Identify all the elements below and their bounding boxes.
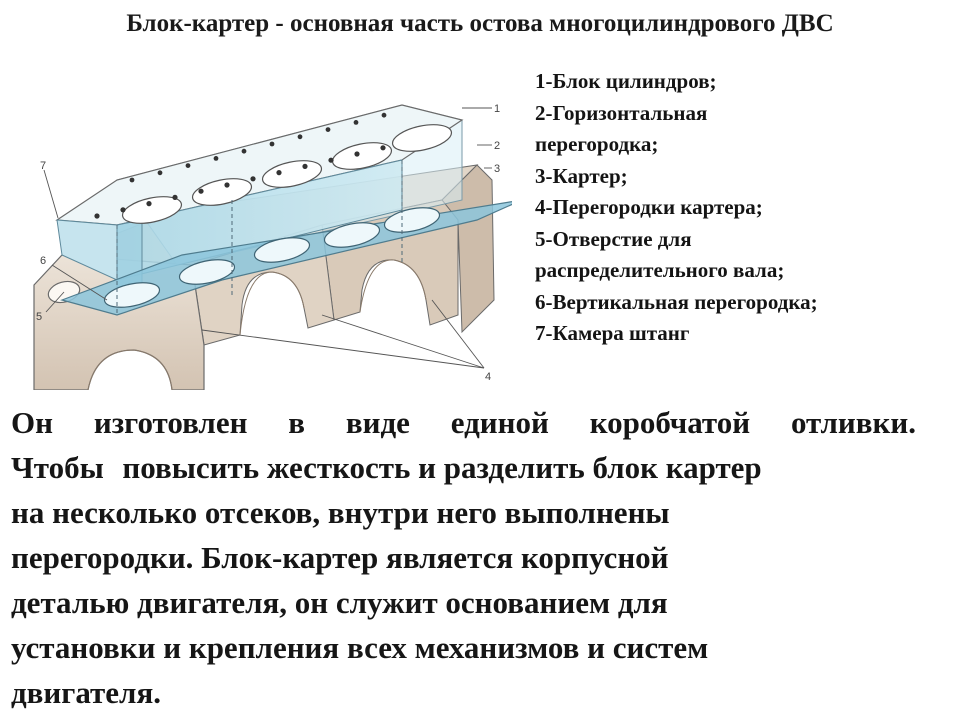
callout-leaders xyxy=(43,107,492,369)
bolt-holes xyxy=(94,112,387,219)
bolt-hole xyxy=(213,156,219,161)
bolt-hole xyxy=(185,163,191,168)
description-paragraph: Он изготовлен в виде единой коробчатой о… xyxy=(11,400,916,715)
diagram-legend: 1-Блок цилиндров; 2-Горизонтальная перег… xyxy=(535,66,950,350)
slide-title: Блок-картер - основная часть остова мног… xyxy=(126,10,834,37)
callout-2: 2 xyxy=(494,140,500,152)
paragraph-line-7: двигателя. xyxy=(11,675,161,710)
bolt-hole xyxy=(269,141,275,147)
paragraph-line-3: на несколько отсеков, внутри него выполн… xyxy=(11,495,670,530)
cylinder-bore-partition xyxy=(178,259,236,285)
bolt-hole xyxy=(353,120,359,125)
legend-item-2-cont: перегородка; xyxy=(535,132,659,156)
bolt-hole xyxy=(381,112,387,118)
legend-item-7: 7-Камера штанг xyxy=(535,321,690,345)
legend-item-4: 4-Перегородки картера; xyxy=(535,195,763,219)
bolt-hole xyxy=(241,148,247,154)
bolt-hole xyxy=(380,145,386,151)
bolt-hole xyxy=(325,127,331,132)
paragraph-line-4: перегородки. Блок-картер является корпус… xyxy=(11,540,669,575)
legend-item-6: 6-Вертикальная перегородка; xyxy=(535,289,818,314)
legend-item-5: 5-Отверстие для xyxy=(535,226,692,251)
legend-item-2: 2-Горизонтальная xyxy=(535,100,708,125)
cylinder-bore-partition xyxy=(383,207,441,233)
bolt-hole xyxy=(328,157,334,163)
bolt-hole xyxy=(354,151,360,157)
bolt-hole xyxy=(172,194,178,200)
callout-7: 7 xyxy=(40,160,46,172)
cylinder-bore-partition xyxy=(323,222,381,248)
cylinder-bore-partition xyxy=(103,282,161,308)
legend-item-1: 1-Блок цилиндров; xyxy=(535,69,717,93)
cylinder-bore-top xyxy=(121,196,183,224)
paragraph-line-1: Он изготовлен в виде единой коробчатой о… xyxy=(11,405,916,440)
cylinder-bore-top xyxy=(191,178,253,206)
bolt-hole xyxy=(198,188,204,194)
callout-1: 1 xyxy=(494,103,500,115)
bolt-hole xyxy=(94,213,100,219)
bolt-hole xyxy=(224,182,230,188)
bolt-hole xyxy=(250,176,256,182)
bolt-hole xyxy=(157,170,163,176)
cylinder-bores-partition xyxy=(103,207,441,308)
cylinder-bores-top xyxy=(121,124,453,224)
cylinder-bore-top xyxy=(391,124,453,152)
paragraph-line-5: деталью двигателя, он служит основанием … xyxy=(11,585,668,620)
bolt-hole xyxy=(297,134,303,140)
engine-block-diagram: 1 2 3 4 5 6 7 xyxy=(22,50,523,391)
callout-5: 5 xyxy=(36,311,42,323)
bolt-hole xyxy=(302,163,308,169)
legend-item-5-cont: распределительного вала; xyxy=(535,258,785,282)
cylinder-bore-partition xyxy=(253,237,311,263)
bolt-hole xyxy=(129,177,135,183)
engine-block-illustration: 1 2 3 4 5 6 7 xyxy=(33,103,523,391)
legend-item-3: 3-Картер; xyxy=(535,163,628,188)
bolt-hole xyxy=(146,201,152,207)
bolt-hole xyxy=(276,170,282,176)
callout-3: 3 xyxy=(494,163,500,175)
callout-4: 4 xyxy=(485,371,491,383)
paragraph-line-6: установки и крепления всех механизмов и … xyxy=(11,630,709,665)
bolt-hole xyxy=(120,207,126,213)
cylinder-bore-top xyxy=(331,142,393,170)
callout-6: 6 xyxy=(40,255,46,267)
